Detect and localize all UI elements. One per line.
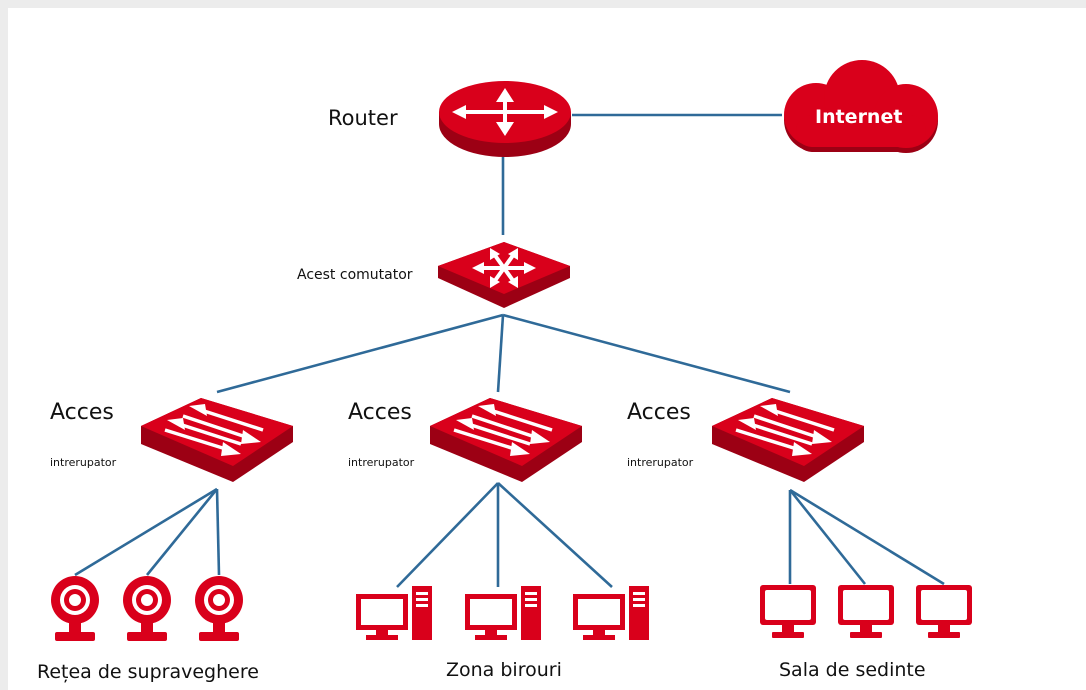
link-access2-pc1 [396,482,499,588]
access-switch-title: Acces [50,400,114,425]
camera-icon [195,576,243,641]
desktop-computer-icon [573,586,649,640]
link-access1-cam3 [215,488,221,576]
router-label: Router [328,106,398,130]
monitor-icon [838,585,894,638]
desktop-computer-icon [465,586,541,640]
link-access2-pc3 [497,482,613,588]
link-core-access-2 [496,314,505,393]
monitor-icon [760,585,816,638]
camera-icon [123,576,171,641]
zone-label-surveillance: Rețea de supraveghere [37,661,259,683]
access-switch-subtitle: intrerupator [50,456,117,469]
link-core-access-3 [502,313,791,394]
cloud-icon [784,60,938,153]
access-switch-subtitle: intrerupator [627,456,694,469]
link-access1-cam1 [74,487,218,577]
zone-label-office: Zona birouri [446,659,562,681]
access-switch-icon [141,398,293,482]
zone-label-meeting-room: Sala de sedinte [779,659,926,681]
camera-icon [51,576,99,641]
link-core-access-1 [216,313,504,394]
access-switch-subtitle: intrerupator [348,456,415,469]
link-access1-cam2 [145,488,219,576]
monitor-icon [916,585,972,638]
router-icon [439,81,571,157]
core-switch-label: Acest comutator [297,267,413,283]
access-switch-title: Acces [627,400,691,425]
access-switch-title: Acces [348,400,412,425]
desktop-computer-icon [356,586,432,640]
access-switch-icon [430,398,582,482]
link-access3-mon2 [788,489,867,585]
link-access3-mon3 [789,488,945,586]
internet-label: Internet [815,106,903,128]
access-switch-icon [712,398,864,482]
core-switch-icon [438,242,570,308]
